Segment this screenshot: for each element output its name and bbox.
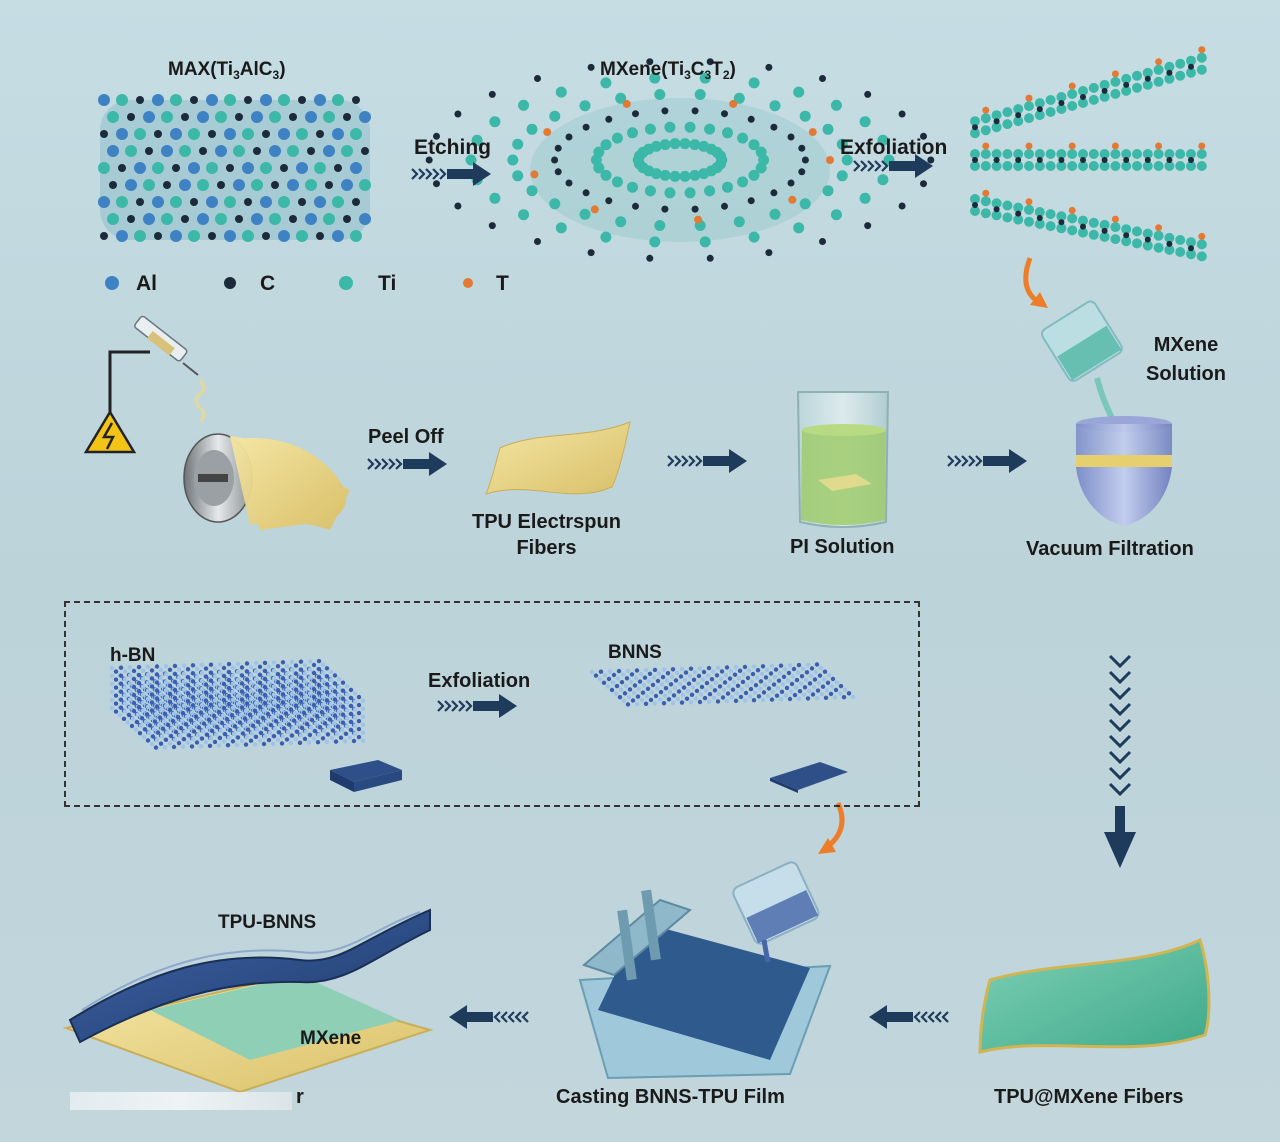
t-legend-dot — [463, 278, 473, 288]
casting-label: Casting BNNS-TPU Film — [556, 1086, 785, 1108]
atom-legend — [105, 276, 473, 290]
orange-arrow-head-top — [1030, 292, 1048, 308]
c-legend-dot — [224, 277, 236, 289]
syringe — [134, 315, 206, 424]
tpu-mxene-fibers-label: TPU@MXene Fibers — [994, 1086, 1184, 1108]
fiber-collector-drum — [183, 433, 350, 530]
bnns-exfoliation-inset-box — [64, 601, 920, 807]
mxene-layer-label: MXene — [300, 1028, 362, 1049]
peel-off-label: Peel Off — [368, 426, 444, 448]
etching-label: Etching — [414, 136, 491, 159]
tpu-bnns-composite-film — [62, 908, 434, 1094]
exfoliation-inset-label: Exfoliation — [428, 670, 531, 692]
legend-t-label: T — [496, 272, 509, 295]
max-phase-label: MAX(Ti3AlC3) — [168, 59, 286, 82]
tpu-bnns-label: TPU-BNNS — [218, 912, 317, 933]
ti-legend-dot — [339, 276, 353, 290]
bnns-label: BNNS — [608, 642, 662, 663]
partial-r-label: r — [296, 1086, 304, 1108]
bnns-flake-icon — [770, 762, 848, 793]
tpu-mxene-fiber-mat — [978, 937, 1211, 1054]
legend-c-label: C — [260, 272, 276, 295]
bnns-sheet — [589, 662, 856, 707]
exfoliated-mxene-sheets — [970, 46, 1207, 262]
vacuum-filtration-label: Vacuum Filtration — [1026, 538, 1194, 560]
tpu-fibers-label: TPU Electrspun Fibers — [472, 511, 621, 559]
hbn-stack — [109, 658, 366, 750]
orange-arrow-head-bottom — [818, 838, 836, 854]
hbn-label: h-BN — [110, 645, 156, 666]
mxene-phase-label: MXene(Ti3C3T2) — [600, 59, 736, 82]
max-crystal — [98, 94, 371, 242]
high-voltage-source — [83, 350, 150, 454]
vacuum-filtration-funnel — [1076, 416, 1172, 526]
al-legend-dot — [105, 276, 119, 290]
hbn-block-icon — [330, 760, 402, 792]
legend-al-label: Al — [136, 272, 157, 295]
legend-ti-label: Ti — [378, 272, 397, 295]
pi-solution-label: PI Solution — [790, 536, 895, 558]
blurred-label-remnant — [70, 1092, 292, 1110]
mxene-solution-label: MXene Solution — [1146, 334, 1226, 385]
tpu-fiber-mat — [485, 421, 631, 495]
process-arrows — [367, 154, 1136, 1029]
mxene-solution-beaker — [1040, 300, 1123, 420]
pi-solution-beaker — [796, 391, 890, 528]
mxene-crystal — [425, 58, 935, 262]
exfoliation-top-label: Exfoliation — [840, 136, 948, 159]
casting-apparatus — [578, 861, 832, 1080]
